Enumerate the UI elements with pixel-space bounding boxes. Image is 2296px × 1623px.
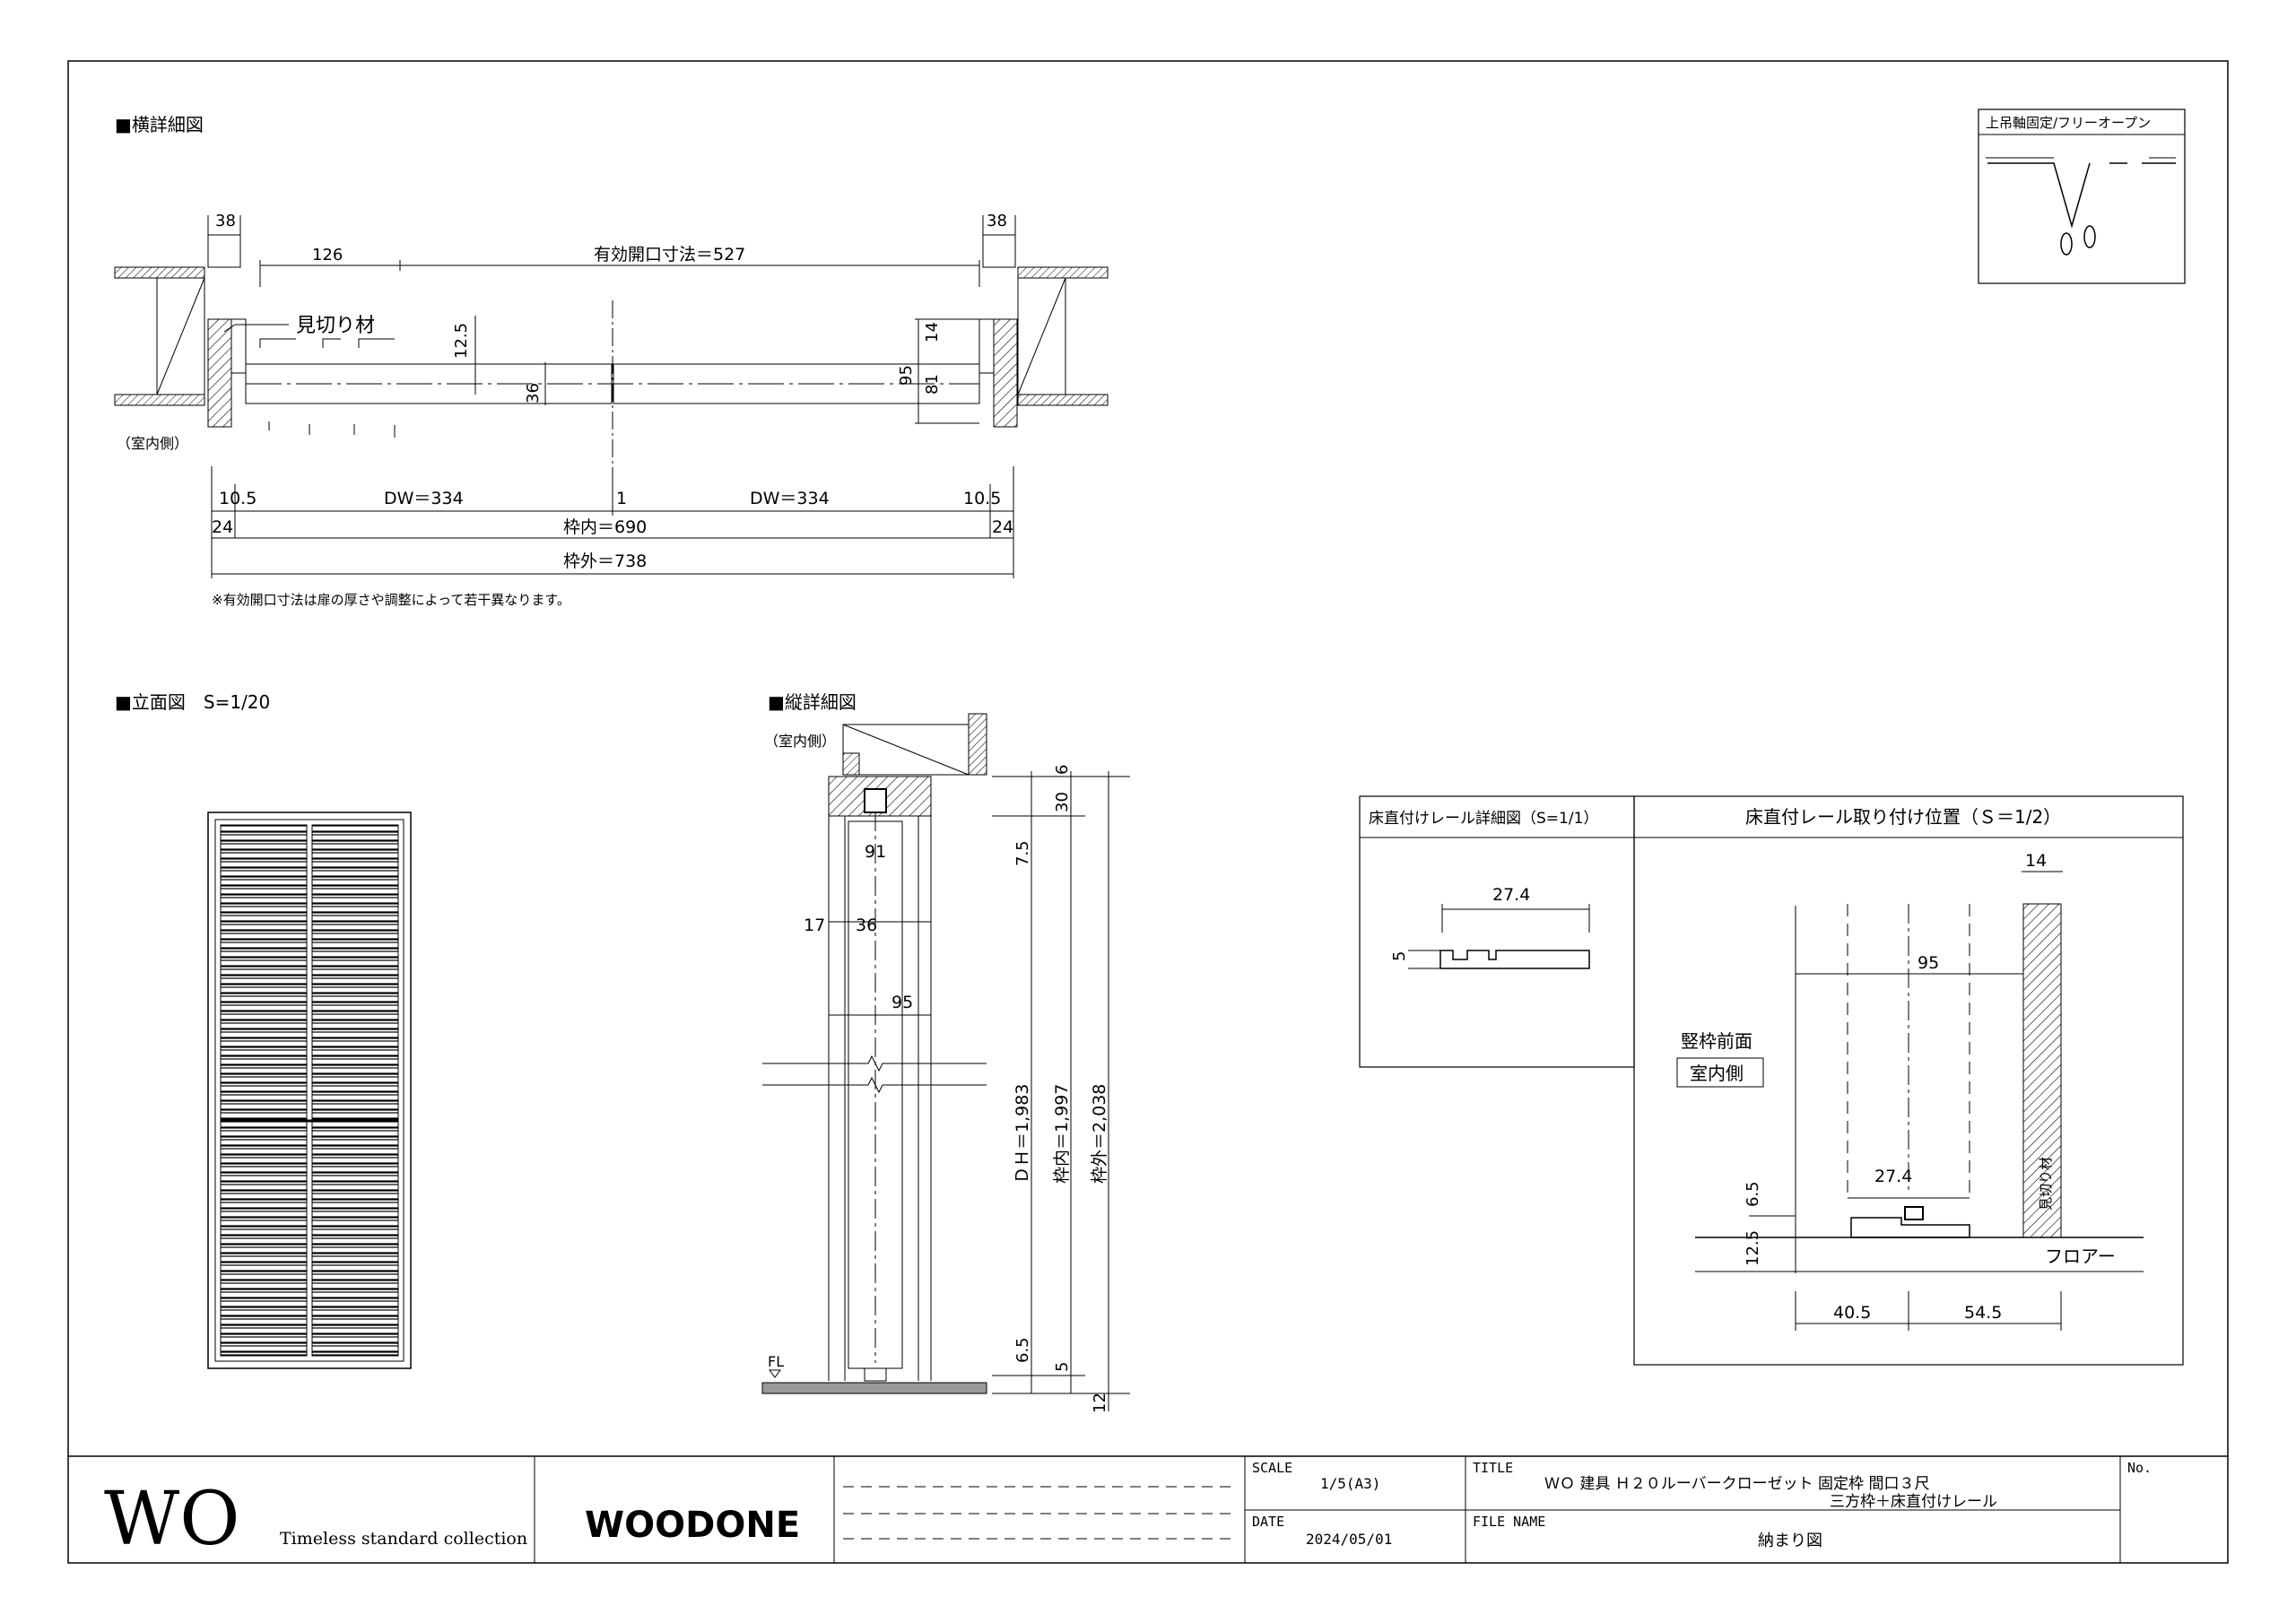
d6-text: 6 [1053, 765, 1072, 775]
d24-left-text: 24 [212, 517, 233, 537]
brand-tagline: Timeless standard collection [280, 1529, 527, 1549]
d6-5-text: 6.5 [1013, 1337, 1032, 1363]
d7-5-text: 7.5 [1013, 840, 1032, 866]
right-38-text: 38 [987, 212, 1007, 230]
d10-5-right-text: 10.5 [963, 489, 1001, 508]
open-type-title: 上吊軸固定/フリーオープン [1986, 115, 2151, 131]
d95-text: 95 [897, 365, 916, 386]
d24-right-text: 24 [992, 517, 1013, 537]
dw-left-text: DW＝334 [384, 489, 464, 508]
date-label-text: DATE [1252, 1514, 1284, 1530]
dw-right-text: DW＝334 [750, 489, 830, 508]
fl-label-text: FL [768, 1353, 784, 1370]
file-name-value: 納まり図 [1758, 1532, 1822, 1550]
d5-text: 5 [1053, 1362, 1072, 1372]
d40-5-text: 40.5 [1833, 1303, 1871, 1323]
brand-wo: WO [104, 1477, 240, 1562]
d12-5-text: 12.5 [1744, 1230, 1762, 1266]
front-jamb-label: 竪枠前面 [1681, 1030, 1752, 1052]
d6-5-text: 6.5 [1744, 1181, 1762, 1207]
title-label-text: TITLE [1473, 1460, 1513, 1476]
rail-position-title: 床直付レール取り付け位置（Ｓ＝1/2） [1745, 806, 2061, 828]
outer-text: 枠外＝2,038 [1090, 1084, 1109, 1184]
d36-text: 36 [856, 916, 877, 935]
rail-position: 床直付レール取り付け位置（Ｓ＝1/2） 14 見切り材 95 竪枠前面 室内側 … [1633, 795, 2184, 1366]
mikiri-label: 見切り材 [296, 315, 375, 337]
d5-text: 5 [1390, 951, 1409, 961]
d30-text: 30 [1053, 792, 1072, 812]
left-38-text: 38 [215, 212, 236, 230]
d54-5-text: 54.5 [1964, 1303, 2002, 1323]
no-label-text: No. [2127, 1460, 2152, 1476]
d95-text: 95 [1918, 953, 1939, 973]
d12-5-text: 12.5 [452, 323, 471, 359]
dh-text: ＤＨ＝1,983 [1013, 1084, 1032, 1184]
d36-text: 36 [524, 383, 543, 404]
horizontal-detail: ■横詳細図 38 38 [114, 114, 1109, 608]
label-indoor-text: （室内側） [117, 435, 188, 452]
label-mikiri-text: 見切り材 [2038, 1157, 2054, 1211]
open-type-box: 上吊軸固定/フリーオープン [1978, 108, 2186, 284]
elevation-heading: ■立面図 S=1/20 [115, 691, 270, 713]
d1-text: 1 [616, 489, 627, 508]
vertical-heading: ■縦詳細図 [768, 691, 857, 713]
d95-text: 95 [891, 993, 913, 1012]
scale-label-text: SCALE [1252, 1460, 1292, 1476]
d17-text: 17 [804, 916, 825, 935]
label-indoor-text: （室内側） [764, 733, 836, 750]
drawing-title-line2: 三方枠＋床直付けレール [1830, 1493, 1997, 1511]
indoor-label: 室内側 [1690, 1063, 1744, 1084]
d27-4-text: 27.4 [1874, 1167, 1912, 1186]
effective-opening-text: 有効開口寸法＝527 [594, 245, 745, 265]
d81-text: 81 [923, 374, 942, 395]
date-value-text: 2024/05/01 [1306, 1531, 1392, 1548]
outer-frame-text: 枠外＝738 [563, 551, 647, 571]
horizontal-heading: ■横詳細図 [115, 114, 204, 135]
horizontal-note: ※有効開口寸法は扉の厚さや調整によって若干異なります。 [212, 592, 570, 608]
woodone-logo: WOODONE [585, 1505, 800, 1546]
inner-frame-text: 枠内＝690 [563, 517, 647, 537]
vertical-detail: ■縦詳細図 （室内側） FL 91 17 36 95 [761, 691, 1130, 1413]
drawing-title-line1: ＷＯ 建具 Ｈ２０ルーバークローゼット 固定枠 間口３尺 [1544, 1475, 1929, 1493]
floor-label: フロアー [2045, 1245, 2116, 1267]
title-block: WO Timeless standard collection WOODONE … [68, 1455, 2228, 1563]
elevation-view: ■立面図 S=1/20 [115, 691, 412, 1369]
footprint-icon [2060, 232, 2073, 256]
sheet-border [67, 60, 2229, 1564]
d126-text: 126 [312, 246, 343, 265]
rail-detail: 床直付けレール詳細図（S=1/1） 27.4 5 [1359, 795, 1635, 1068]
d10-5-left-text: 10.5 [219, 489, 257, 508]
d27-4-text: 27.4 [1492, 885, 1530, 905]
d14-text: 14 [2025, 851, 2047, 871]
inner-text: 枠内＝1,997 [1052, 1084, 1072, 1184]
filename-label-text: FILE NAME [1473, 1514, 1545, 1530]
rail-detail-title: 床直付けレール詳細図（S=1/1） [1369, 810, 1598, 828]
scale-value-text: 1/5(A3) [1320, 1475, 1380, 1492]
d14-text: 14 [923, 322, 942, 343]
d91-text: 91 [865, 842, 886, 862]
d12-text: 12 [1091, 1393, 1109, 1413]
